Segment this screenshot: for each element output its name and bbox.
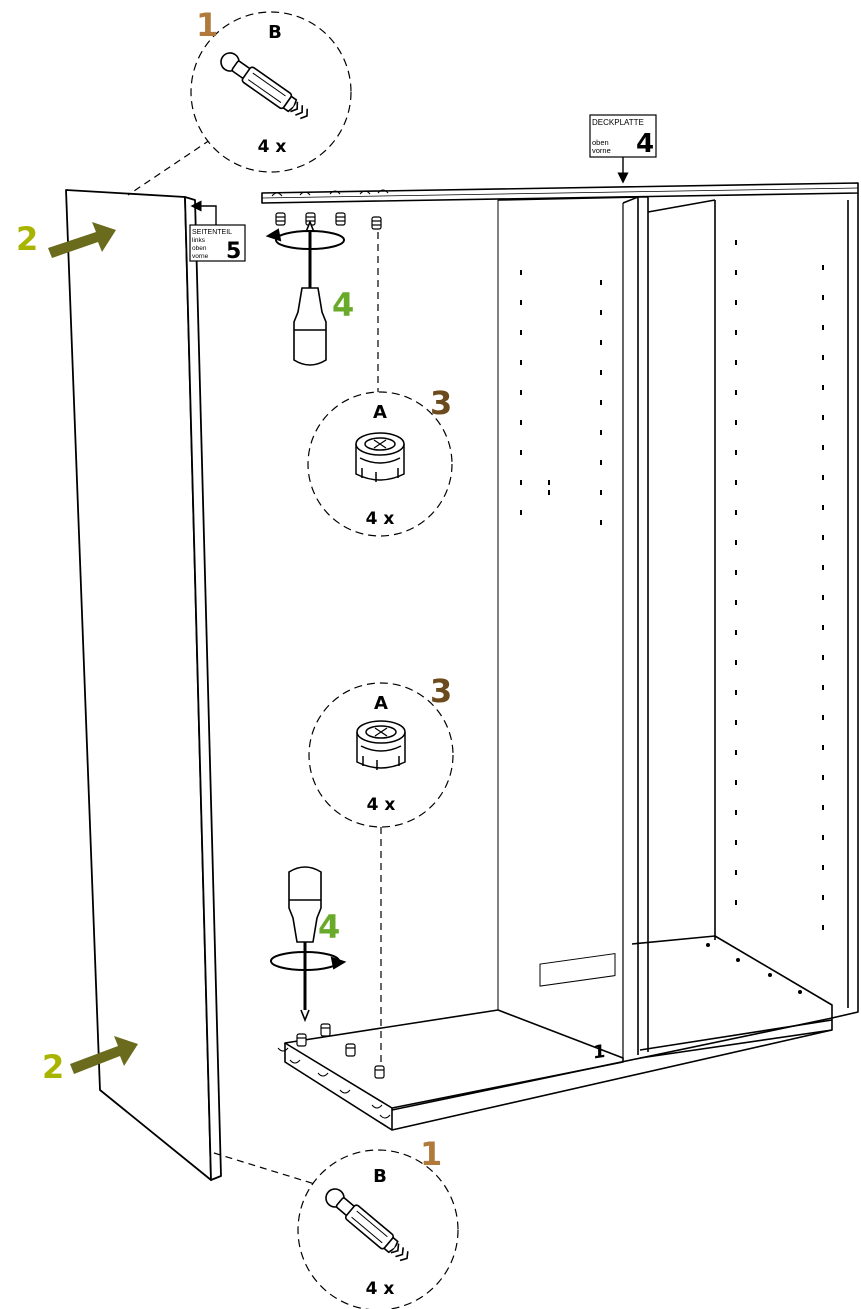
svg-text:SEITENTEIL: SEITENTEIL bbox=[192, 229, 232, 236]
cabinet-frame bbox=[261, 182, 859, 1131]
leader-lines bbox=[127, 139, 382, 1186]
step-2-upper: 2 bbox=[16, 220, 38, 258]
side-panel bbox=[65, 189, 222, 1181]
part-a-detail-upper: A 4 x bbox=[307, 391, 453, 537]
part-b-quantity-bottom: 4 x bbox=[366, 1279, 395, 1299]
part-b-letter-bottom: B bbox=[373, 1166, 387, 1187]
part-a-quantity-lower: 4 x bbox=[367, 795, 396, 815]
step-4-lower: 4 bbox=[318, 908, 340, 946]
step-1-top: 1 bbox=[196, 6, 218, 44]
part-b-detail-bottom: B 4 x bbox=[297, 1149, 459, 1309]
part-a-quantity: 4 x bbox=[366, 509, 395, 529]
part-a-detail-lower: A 4 x bbox=[308, 682, 454, 828]
bottom-panel-label: 1 bbox=[593, 1041, 606, 1064]
svg-text:1: 1 bbox=[593, 1041, 606, 1064]
svg-text:links: links bbox=[192, 237, 206, 244]
bottom-panel-cam-slots bbox=[277, 1047, 391, 1119]
part-a-letter-lower: A bbox=[374, 693, 388, 714]
step-1-bottom: 1 bbox=[420, 1135, 442, 1173]
top-panel-cam-slots bbox=[271, 189, 389, 197]
part-b-letter: B bbox=[268, 22, 282, 43]
svg-text:oben: oben bbox=[192, 245, 207, 252]
cam-lock-installed-top bbox=[275, 212, 382, 230]
deckplatte-label: DECKPLATTE oben vorne 4 bbox=[589, 114, 657, 184]
part-a-letter: A bbox=[373, 402, 387, 423]
step-4-upper: 4 bbox=[332, 286, 354, 324]
cam-lock-icon bbox=[356, 720, 406, 770]
seitenteil-label: SEITENTEIL links oben vorne 5 bbox=[189, 200, 246, 264]
svg-text:vorne: vorne bbox=[192, 253, 209, 260]
shelf-pin-holes bbox=[520, 240, 824, 994]
step-3-lower: 3 bbox=[430, 672, 452, 710]
part-b-quantity: 4 x bbox=[258, 137, 287, 157]
cam-lock-icon bbox=[355, 432, 405, 482]
svg-text:4: 4 bbox=[636, 129, 654, 159]
dowel-pin-icon bbox=[325, 1188, 409, 1262]
step-3-upper: 3 bbox=[430, 384, 452, 422]
push-arrow-icon bbox=[48, 222, 138, 1074]
svg-text:5: 5 bbox=[226, 239, 241, 264]
screwdriver-icon bbox=[288, 219, 327, 1023]
cam-lock-installed-bottom bbox=[296, 1023, 385, 1079]
svg-text:DECKPLATTE: DECKPLATTE bbox=[592, 118, 644, 127]
dowel-pin-icon bbox=[220, 52, 308, 120]
svg-text:vorne: vorne bbox=[592, 146, 611, 155]
part-b-detail-top: B 4 x bbox=[190, 11, 352, 173]
step-2-lower: 2 bbox=[42, 1048, 64, 1086]
svg-text:oben: oben bbox=[592, 138, 609, 147]
rotate-arrow-icon bbox=[265, 228, 347, 971]
